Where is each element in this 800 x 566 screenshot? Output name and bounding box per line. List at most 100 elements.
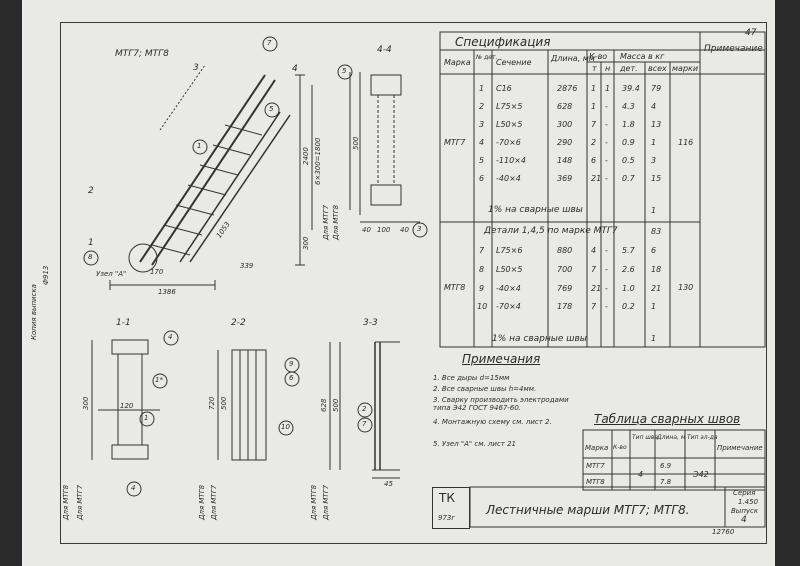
leader-mark-1star: 1* — [155, 376, 163, 384]
note-item: 2. Все сварные швы h=4мм. — [433, 385, 537, 393]
section-mark-1: 1 — [88, 238, 94, 248]
weld-header-qty: К-во — [613, 444, 627, 451]
spec-row: 21 — [591, 174, 602, 183]
section-3-3-label: 3-3 — [363, 318, 378, 328]
spec-row: 6 — [591, 156, 597, 165]
spec-row: - — [605, 246, 608, 255]
spec-weld-mtg8: 1% на сварные швы — [492, 334, 587, 344]
spec-row: - — [605, 120, 608, 129]
note-mtg8-2-2: Для МТГ8 — [198, 484, 206, 520]
dim-339: 339 — [240, 262, 254, 270]
spec-row: 0.2 — [622, 302, 635, 311]
section-1-1-label: 1-1 — [116, 318, 131, 328]
dim-3-3-500: 500 — [332, 398, 340, 412]
spec-row: 148 — [557, 156, 573, 165]
drawing-sheet — [22, 0, 775, 566]
spec-row: 1 — [605, 84, 611, 93]
spec-notes-header: Примечание — [704, 44, 763, 54]
spec-row: 1.8 — [622, 120, 635, 129]
spec-row: 9 — [479, 284, 485, 293]
series-label: Серия — [733, 489, 756, 497]
spec-row: - — [605, 284, 608, 293]
spec-row: 2 — [479, 102, 485, 111]
spec-mark-mtg7: МТГ7 — [444, 138, 466, 147]
leader-mark-3: 3 — [417, 225, 422, 233]
weld-header-electrode: Тип эл-да — [687, 434, 718, 441]
spec-row: -70×4 — [496, 302, 521, 311]
weld-electrode: Э42 — [693, 470, 709, 479]
spec-row: 369 — [557, 174, 573, 183]
spec-row: 1 — [479, 84, 485, 93]
note-item: 5. Узел "А" см. лист 21 — [433, 440, 517, 448]
spec-row: L75×5 — [496, 102, 523, 111]
spec-row: 1 — [651, 302, 657, 311]
leader-mark-1b: 1 — [144, 414, 149, 422]
spec-row: 4 — [591, 246, 597, 255]
spec-row: 290 — [557, 138, 573, 147]
spec-mark-mtg8: МТГ8 — [444, 283, 466, 292]
weld-table-title: Таблица сварных швов — [594, 412, 741, 426]
title-caption: Лестничные марши МТГ7; МТГ8. — [486, 503, 690, 517]
note-mtg7-3-3: Для МТГ7 — [322, 484, 330, 520]
spec-row: 769 — [557, 284, 573, 293]
spec-row: 1 — [591, 102, 597, 111]
tk-stamp-code: 973г — [438, 514, 456, 522]
spec-row: 39.4 — [622, 84, 640, 93]
spec-row: 2876 — [557, 84, 578, 93]
dim-4-4-40a: 40 — [362, 226, 371, 234]
weld-header-type: Тип шва — [632, 434, 659, 441]
spec-mass-mark-mtg8: 130 — [678, 283, 694, 292]
spec-mass-mark-mtg7: 116 — [678, 138, 694, 147]
dim-1-1-120: 120 — [120, 402, 134, 410]
weld-header-mark: Марка — [585, 444, 609, 452]
section-mark-4: 4 — [292, 64, 298, 74]
spec-row: 18 — [651, 265, 662, 274]
spec-row: 5.7 — [622, 246, 635, 255]
weld-header-notes: Примечание — [717, 444, 763, 452]
spec-row: L50×5 — [496, 120, 523, 129]
spec-header-length: Длина, мм — [551, 54, 595, 63]
spec-title: Спецификация — [455, 35, 551, 49]
spec-details-note: Детали 1,4,5 по марке МТГ7 — [484, 226, 618, 236]
dim-300: 300 — [302, 236, 310, 250]
spec-row: 7 — [591, 265, 597, 274]
section-mark-3: 3 — [193, 63, 199, 73]
spec-row: 1.0 — [622, 284, 635, 293]
spec-row: 2.6 — [622, 265, 635, 274]
note-item: 3. Сварку производить электродами типа Э… — [433, 396, 569, 412]
weld-row-mark: МТГ8 — [586, 478, 605, 486]
leader-mark-5b: 5 — [342, 67, 347, 75]
leader-mark-10: 10 — [281, 423, 290, 431]
page-number: 47 — [745, 28, 757, 38]
leader-mark-7b: 7 — [362, 420, 367, 428]
issue-value: 4 — [741, 515, 747, 525]
leader-mark-4: 4 — [168, 333, 173, 341]
spec-row: - — [605, 102, 608, 111]
section-2-2-label: 2-2 — [231, 318, 246, 328]
spec-row: 79 — [651, 84, 662, 93]
spec-row: 0.7 — [622, 174, 635, 183]
issue-label: Выпуск — [731, 507, 759, 515]
spec-row: -40×4 — [496, 284, 521, 293]
spec-row: 2 — [591, 138, 597, 147]
leader-mark-2: 2 — [362, 405, 367, 413]
weld-row-mark: МТГ7 — [586, 462, 605, 470]
dim-2-2-500: 500 — [220, 396, 228, 410]
weld-header-length: Длина, м — [657, 434, 686, 441]
spec-row: 6 — [651, 246, 657, 255]
spec-header-mass-all: всех — [648, 64, 667, 73]
spec-row: 4 — [651, 102, 657, 111]
spec-row: - — [605, 138, 608, 147]
node-a-label: Узел "А" — [96, 270, 127, 278]
spec-header-qty: К-во — [589, 52, 608, 61]
spec-row: 4 — [479, 138, 485, 147]
spec-row: L75×6 — [496, 246, 523, 255]
series-value: 1.450 — [738, 498, 759, 506]
note-mtg7-4-4: Для МТГ7 — [322, 204, 330, 240]
spec-row: 10 — [477, 302, 488, 311]
dim-1386: 1386 — [158, 288, 176, 296]
dim-4-4-100: 100 — [377, 226, 391, 234]
dim-2-2-720: 720 — [208, 396, 216, 410]
leader-mark-4b: 4 — [131, 484, 136, 492]
